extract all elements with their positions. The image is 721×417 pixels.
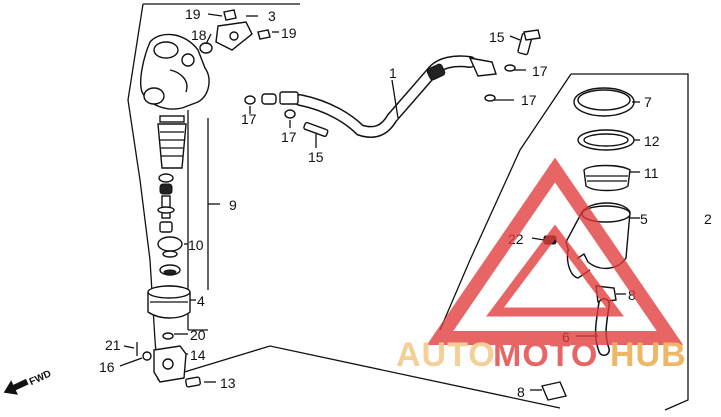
fwd-label: FWD [28, 368, 53, 388]
callout-labels: 19 3 18 19 15 1 17 17 17 17 15 7 12 11 5… [99, 6, 712, 400]
callout-10: 10 [188, 237, 204, 253]
callout-17: 17 [521, 92, 537, 108]
callout-2: 2 [704, 211, 712, 227]
callout-4: 4 [197, 293, 205, 309]
callout-19: 19 [185, 6, 201, 22]
callout-18: 18 [191, 27, 207, 43]
fwd-arrow: FWD [3, 368, 53, 395]
callout-14: 14 [190, 347, 206, 363]
hose-assembly [244, 29, 541, 138]
callout-8: 8 [517, 384, 525, 400]
callout-8: 8 [628, 287, 636, 303]
top-bracket [199, 9, 271, 54]
callout-3: 3 [268, 8, 276, 24]
watermark-part3: HUB [610, 336, 687, 374]
callout-16: 16 [99, 359, 115, 375]
callout-17: 17 [241, 111, 257, 127]
callout-19: 19 [281, 25, 297, 41]
callout-15: 15 [489, 29, 505, 45]
callout-17: 17 [532, 63, 548, 79]
leader-lines [119, 13, 640, 391]
watermark-part2: MOTO [493, 336, 598, 374]
callout-9: 9 [229, 197, 237, 213]
callout-17: 17 [281, 129, 297, 145]
callout-7: 7 [644, 94, 652, 110]
piston-boot-stack [147, 115, 191, 340]
callout-11: 11 [644, 165, 659, 181]
callout-20: 20 [190, 327, 206, 343]
callout-5: 5 [640, 211, 648, 227]
watermark-logo: AUTO MOTO HUB [396, 157, 687, 374]
callout-12: 12 [644, 133, 660, 149]
callout-13: 13 [220, 375, 236, 391]
master-cylinder-body [140, 33, 210, 110]
callout-21: 21 [105, 337, 121, 353]
callout-15: 15 [308, 149, 324, 165]
assembly-frame [127, 3, 689, 411]
watermark-part1: AUTO [396, 336, 496, 374]
lower-fitting [136, 342, 201, 388]
callout-1: 1 [389, 65, 397, 81]
